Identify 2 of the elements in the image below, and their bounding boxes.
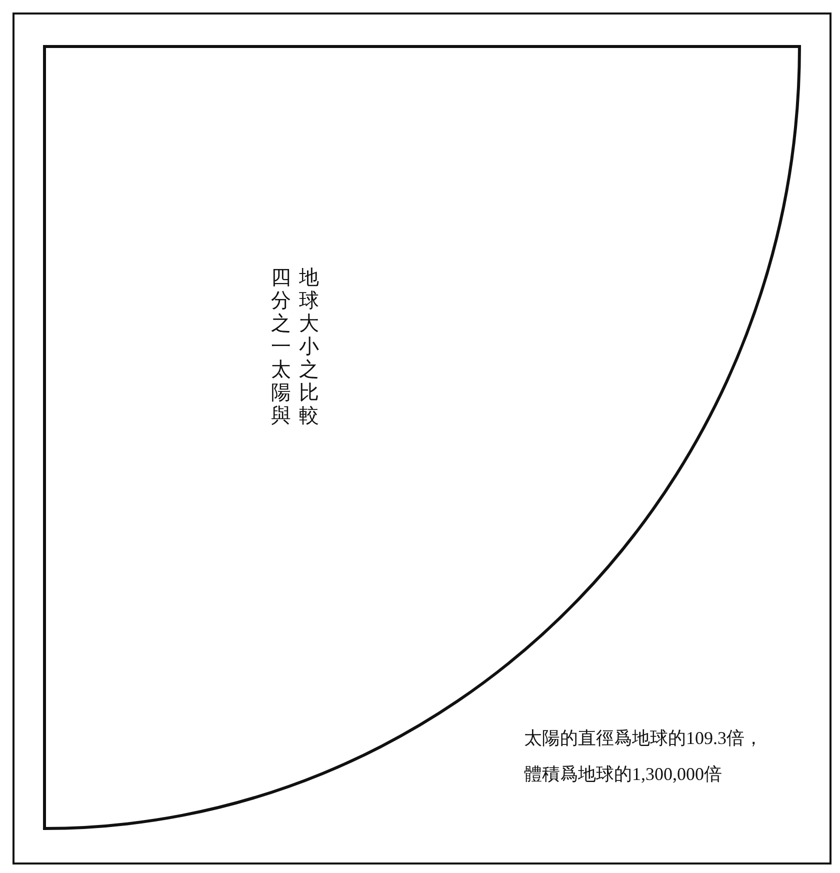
note-text: 太陽的直徑爲地球的109.3倍，體積爲地球的1,300,000倍 — [524, 727, 764, 786]
title-text: 四分之一太陽與地球大小之比較 — [271, 267, 319, 428]
